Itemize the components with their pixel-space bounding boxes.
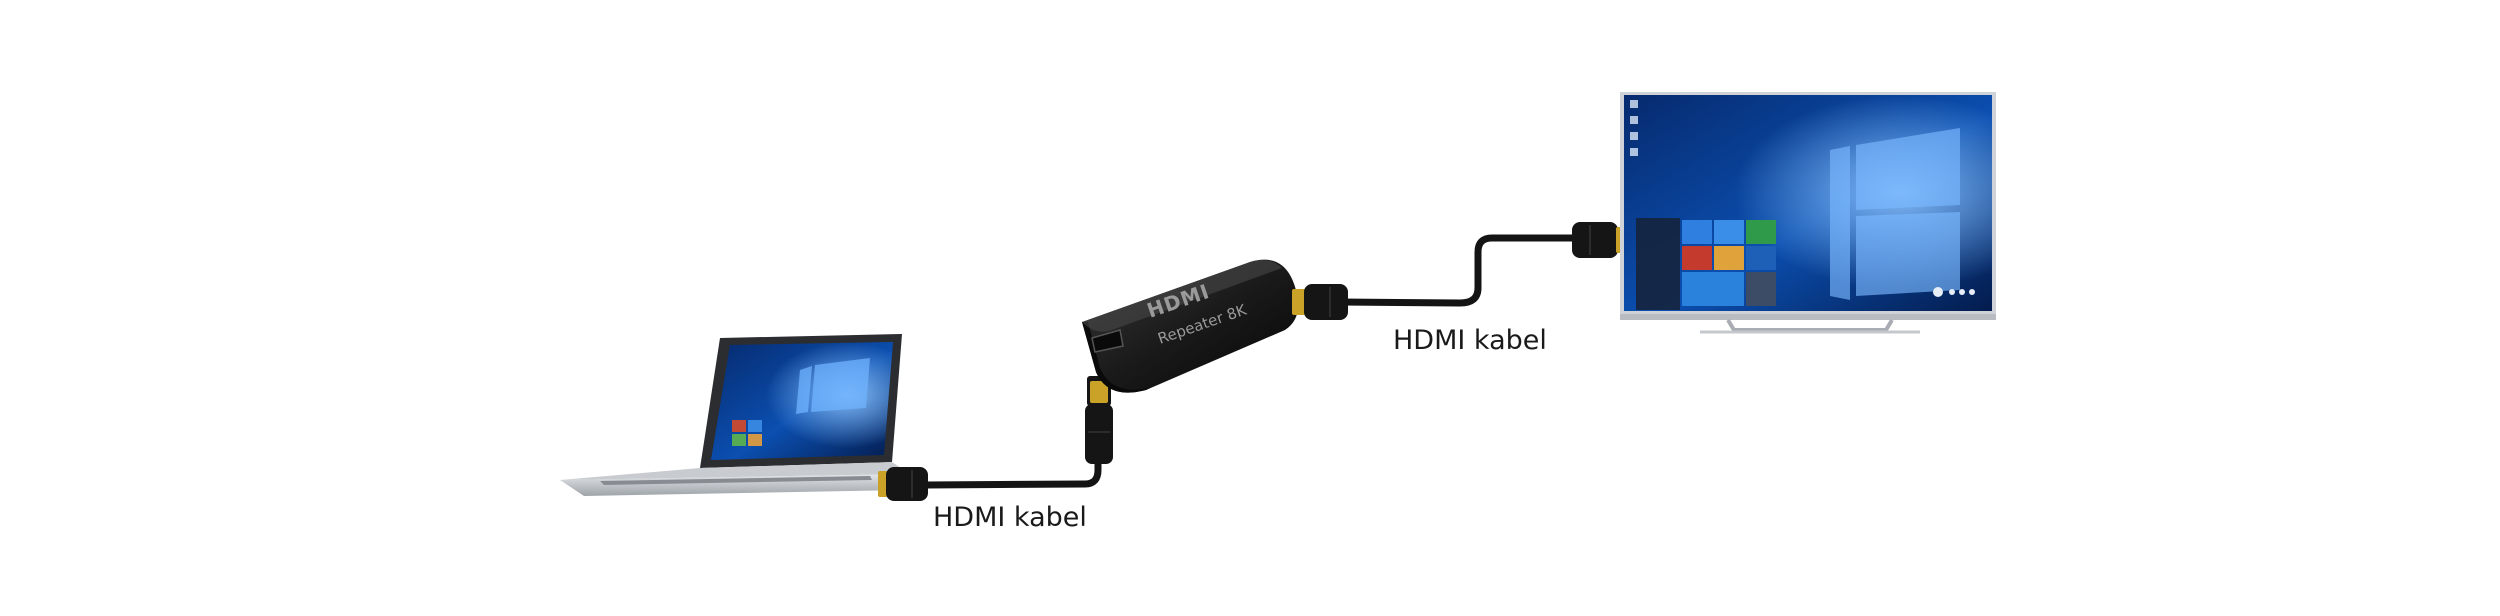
laptop-icon [560, 334, 910, 496]
hdmi-cable-1 [878, 376, 1113, 501]
hdmi-plug-icon [878, 467, 928, 501]
hdmi-repeater-icon: HDMI Repeater 8K [1082, 259, 1299, 393]
hdmi-plug-icon [1085, 376, 1113, 464]
hdmi-plug-icon [1292, 284, 1348, 320]
cable-label-1: HDMI kabel [933, 502, 1087, 533]
hdmi-cable-2 [1292, 222, 1630, 320]
start-menu-tiles [1636, 218, 1776, 310]
cable-label-2: HDMI kabel [1393, 325, 1547, 356]
tv-monitor-icon [1620, 92, 1996, 334]
